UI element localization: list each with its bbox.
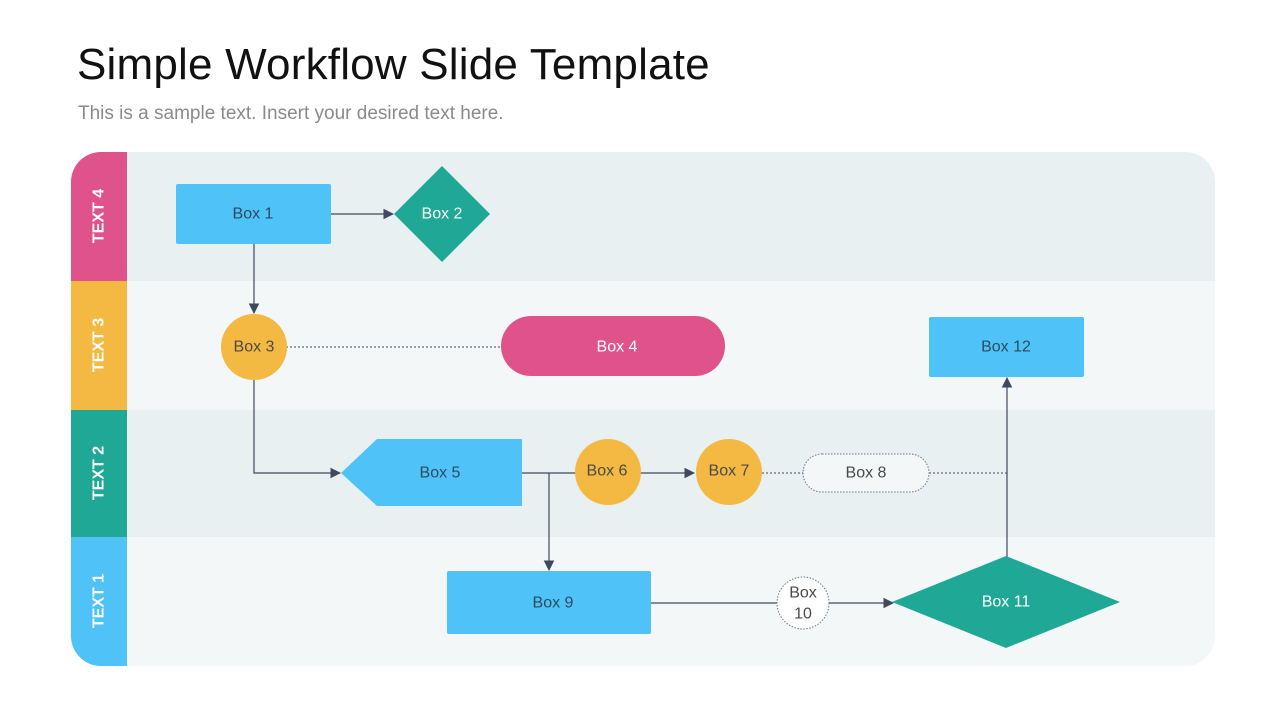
- node-box-10-label-line1: Box: [789, 585, 817, 602]
- node-box-2[interactable]: Box 2: [394, 166, 490, 262]
- lane-label-text-4: TEXT 4: [91, 189, 108, 243]
- lane-label-text-3: TEXT 3: [91, 318, 108, 372]
- node-box-7-label: Box 7: [709, 463, 750, 480]
- node-box-9-label: Box 9: [533, 595, 574, 612]
- node-box-11[interactable]: Box 11: [892, 556, 1120, 648]
- node-box-12-label: Box 12: [981, 339, 1031, 356]
- node-box-10-label-line2: 10: [794, 606, 812, 623]
- lane-label-text-1: TEXT 1: [91, 574, 108, 628]
- node-box-2-label: Box 2: [422, 206, 463, 223]
- node-box-5-label: Box 5: [420, 465, 461, 482]
- node-box-8-label: Box 8: [846, 465, 887, 482]
- node-box-1-label: Box 1: [233, 206, 274, 223]
- lane-label-text-2: TEXT 2: [91, 446, 108, 500]
- connector-box3-box5: [253, 379, 342, 479]
- node-box-6-label: Box 6: [587, 463, 628, 480]
- node-box-10[interactable]: Box 10: [776, 576, 830, 630]
- lane-header-text-3: [71, 281, 127, 410]
- slide-title: Simple Workflow Slide Template: [77, 40, 710, 89]
- node-box-11-label: Box 11: [982, 594, 1031, 611]
- node-box-9[interactable]: Box 9: [447, 571, 651, 634]
- node-box-12[interactable]: Box 12: [929, 317, 1084, 377]
- node-box-3[interactable]: Box 3: [221, 314, 287, 380]
- node-box-8[interactable]: Box 8: [802, 453, 930, 493]
- node-box-4-label: Box 4: [597, 339, 638, 356]
- node-box-4[interactable]: Box 4: [501, 316, 725, 376]
- lane-header-text-1: [71, 537, 127, 666]
- node-box-5[interactable]: Box 5: [341, 439, 522, 506]
- lane-header-text-2: [71, 410, 127, 537]
- lane-header-text-4: [71, 152, 127, 281]
- node-box-3-label: Box 3: [234, 339, 275, 356]
- node-box-6[interactable]: Box 6: [575, 439, 641, 505]
- connectors: [248, 208, 1013, 609]
- node-box-1[interactable]: Box 1: [176, 184, 331, 244]
- slide-subtitle: This is a sample text. Insert your desir…: [78, 103, 504, 124]
- node-box-7[interactable]: Box 7: [696, 439, 762, 505]
